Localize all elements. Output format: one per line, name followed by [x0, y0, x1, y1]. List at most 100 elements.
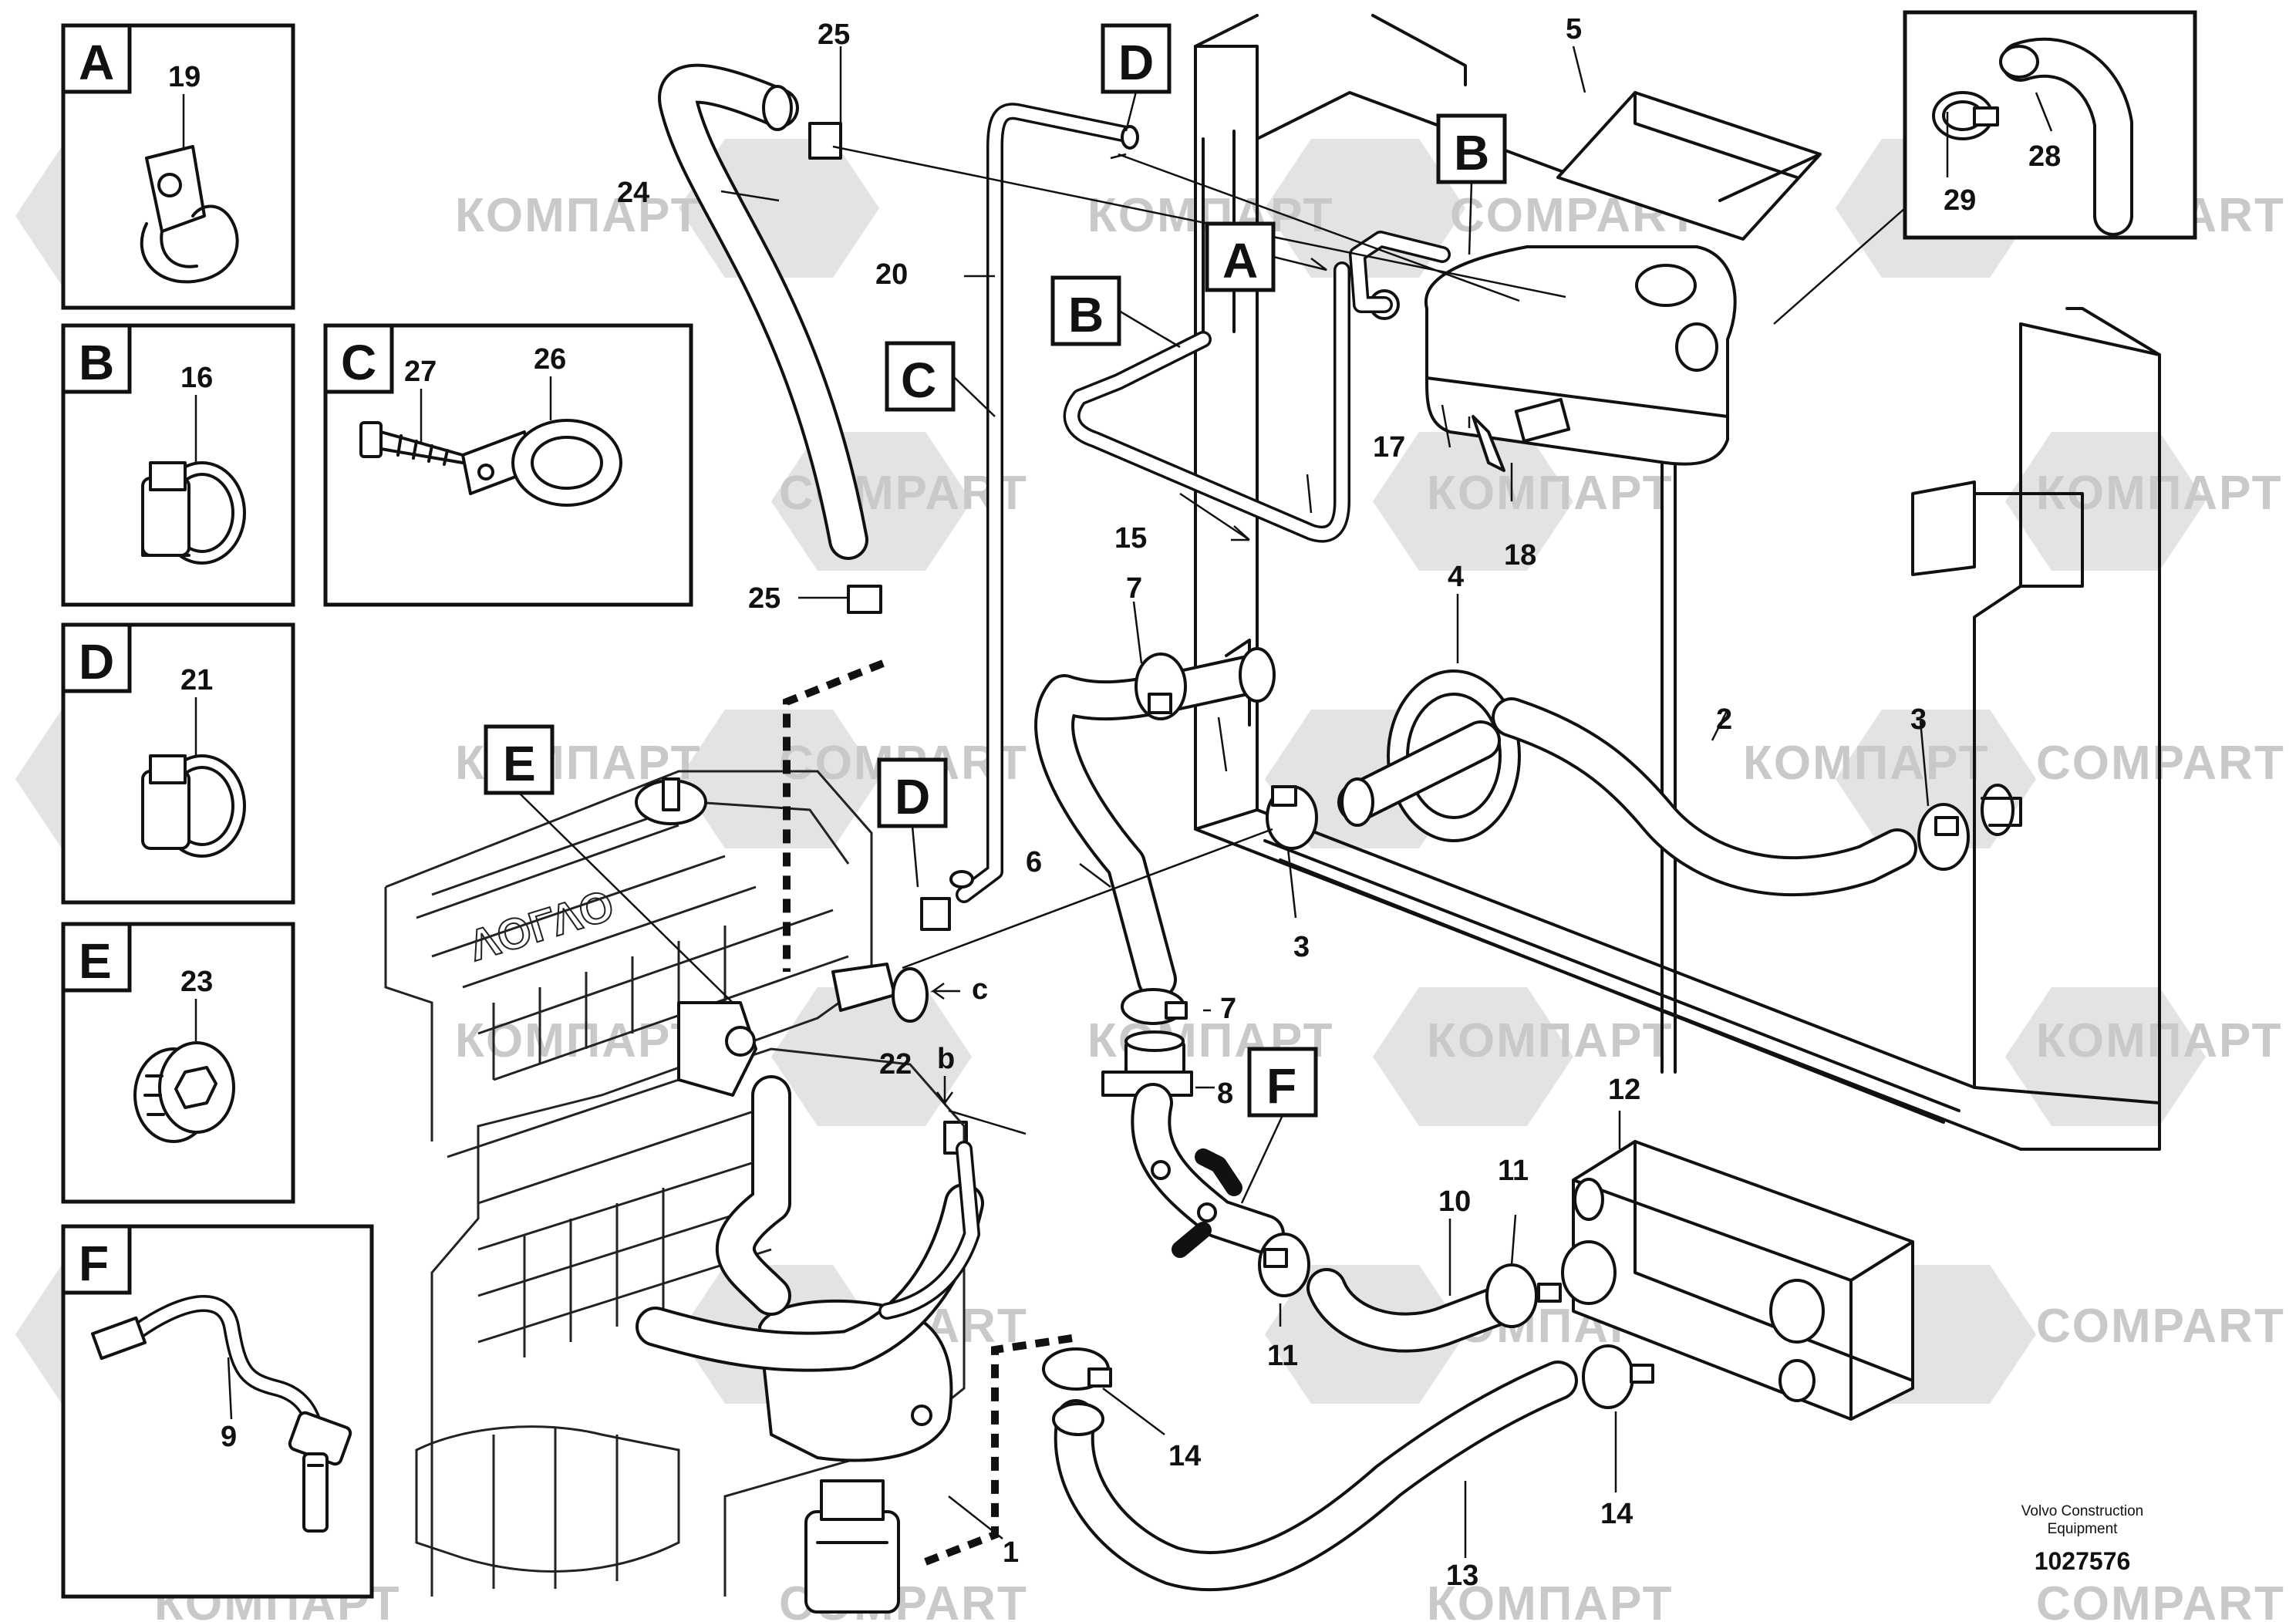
callout-b: b [937, 1043, 955, 1075]
watermark-text: КОМПАРТ [1743, 737, 1989, 790]
pipe-20 [949, 103, 1139, 903]
part-number-label: 26 [534, 343, 566, 376]
detail-letter: B [79, 335, 114, 390]
callout-25: 25 [818, 19, 850, 51]
tag-b-top: B [1436, 113, 1507, 184]
plug-icon [133, 1041, 235, 1143]
hose-clamp-icon [1258, 1233, 1310, 1297]
callout-28: 28 [2028, 140, 2061, 173]
publisher-line-1: Volvo Construction [2021, 1503, 2143, 1519]
temperature-sensor-icon [90, 1294, 352, 1533]
callout-6: 6 [1026, 846, 1042, 878]
watermark-text: КОМПАРТ [455, 189, 701, 242]
callout-5: 5 [1566, 13, 1582, 46]
hose-clamp-icon [1121, 988, 1188, 1025]
footer: Volvo Construction Equipment 1027576 [2021, 1503, 2143, 1575]
callout-7: 7 [1220, 993, 1236, 1025]
callout-c: c [972, 973, 988, 1006]
callout-11: 11 [1498, 1155, 1529, 1187]
leader-lines [720, 46, 2053, 1558]
bolt-icon [359, 421, 464, 466]
part-number-label: 16 [180, 362, 213, 394]
callout-12: 12 [1608, 1074, 1640, 1106]
callout-1: 1 [1003, 1536, 1019, 1569]
tag-e-mid: E [484, 724, 555, 795]
part-number-label: 23 [180, 966, 213, 998]
hose-clamp-icon [920, 897, 951, 931]
tag-d-top: D [1101, 23, 1172, 94]
outlet-elbow-8 [1101, 1030, 1285, 1258]
callout-20: 20 [875, 258, 908, 291]
callout-25: 25 [748, 582, 781, 615]
svg-text:D: D [1118, 35, 1154, 90]
svg-text:C: C [901, 352, 936, 408]
svg-text:D: D [895, 769, 930, 824]
hose-4 [1337, 669, 1521, 842]
part-number-label: 19 [168, 61, 201, 93]
watermark-text: COMPART [2036, 1577, 2285, 1622]
hose-13 [1052, 1361, 1578, 1592]
part-number-label: 21 [180, 664, 213, 696]
callout-8: 8 [1217, 1077, 1233, 1110]
callout-4: 4 [1448, 561, 1464, 593]
callout-14: 14 [1600, 1498, 1633, 1530]
callout-15: 15 [1114, 522, 1147, 555]
detail-letter: A [79, 35, 114, 90]
hose-10 [1306, 1268, 1524, 1353]
callout-18: 18 [1504, 539, 1536, 572]
callout-14: 14 [1168, 1440, 1201, 1472]
hose-clamp-icon [141, 461, 246, 565]
document-number: 1027576 [2035, 1547, 2131, 1575]
hose-clamp-icon [1266, 785, 1318, 850]
callout-24: 24 [617, 177, 649, 209]
hose-clamp-icon [1135, 653, 1187, 720]
hose-clamp-icon [141, 754, 246, 858]
part-number-label: 9 [221, 1421, 237, 1453]
expansion-tank [1349, 231, 1737, 472]
detail-box-c: C 27 26 [323, 323, 693, 607]
tag-d-mid: D [877, 757, 948, 828]
callout-7: 7 [1126, 572, 1142, 605]
svg-text:E: E [503, 736, 536, 791]
detail-box-f: F 9 [61, 1224, 374, 1599]
watermark-text: КОМПАРТ [1427, 1014, 1673, 1067]
detail-letter: D [79, 634, 114, 690]
reference-tags: D B A B C D E F [484, 23, 1507, 1204]
engine-block: VOLVO [384, 770, 984, 1614]
svg-text:F: F [1266, 1058, 1296, 1114]
cushioned-clamp-icon [461, 419, 622, 507]
hose-clamp-icon [847, 585, 882, 614]
callout-13: 13 [1446, 1560, 1478, 1592]
callout-numbers: 25 24 20 25 5 17 18 15 7 4 2 3 6 3 7 8 2… [617, 13, 2061, 1592]
hose-2 [1492, 697, 2022, 897]
svg-text:B: B [1068, 287, 1104, 342]
watermark-text: КОМПАРТ [1427, 1577, 1673, 1622]
hose-clamp-icon [1042, 1347, 1112, 1391]
callout-22: 22 [879, 1048, 912, 1081]
radiator [1194, 14, 2161, 1151]
watermark-text: КОМПАРТ [455, 1014, 701, 1067]
p-clamp-icon [140, 145, 239, 284]
detail-letter: E [79, 933, 112, 989]
callout-11: 11 [1267, 1340, 1298, 1372]
watermark-text: COMPART [2036, 1300, 2285, 1353]
pipe-15 [1063, 261, 1350, 543]
hose-clamp-icon [808, 122, 842, 160]
watermark-text: КОМПАРТ [1427, 467, 1673, 520]
callout-17: 17 [1373, 431, 1405, 464]
publisher-line-2: Equipment [2048, 1521, 2119, 1537]
detail-hose-28 [1903, 10, 2197, 240]
tag-f-mid: F [1247, 1047, 1318, 1118]
tag-a-mid: A [1205, 221, 1276, 292]
tag-c-mid: C [885, 341, 956, 412]
callout-3: 3 [1910, 703, 1927, 736]
callout-10: 10 [1438, 1185, 1471, 1218]
part-number-label: 27 [404, 356, 437, 388]
detail-letter: F [79, 1236, 109, 1291]
callout-29: 29 [1944, 184, 1976, 217]
oil-cooler-12 [1561, 1140, 1914, 1421]
dashed-connections [783, 659, 1073, 1566]
vent-hose-24 [658, 63, 868, 560]
callout-2: 2 [1716, 703, 1732, 736]
